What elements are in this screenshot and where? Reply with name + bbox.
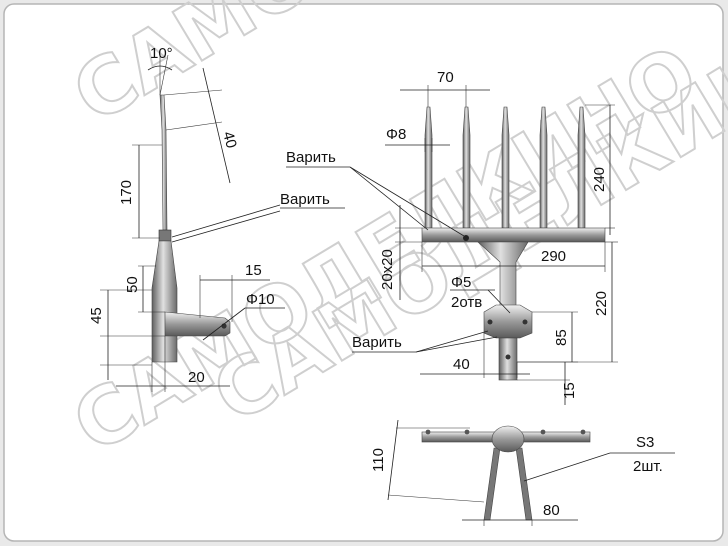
front-bar-length-label: 290 (541, 248, 566, 265)
front-weld-label-top: Варить (286, 149, 336, 166)
top-hub (491, 425, 525, 453)
front-tine-4 (539, 106, 548, 229)
side-handle-height-label: 50 (124, 276, 141, 293)
front-total-height-label: 220 (593, 291, 610, 316)
top-tine-1 (425, 429, 431, 435)
front-crossbar (421, 227, 606, 243)
top-view: 110 80 S3 2шт. (370, 419, 675, 526)
front-lower-hole (505, 354, 511, 360)
side-weld-label: Варить (280, 191, 330, 208)
front-hole-1 (487, 319, 493, 325)
side-bracket-width-label: 20 (188, 369, 205, 386)
front-plate-height-label: 85 (553, 329, 570, 346)
side-tine-tip-length-label: 40 (219, 130, 240, 151)
top-height-label: 110 (370, 448, 387, 472)
front-bottom-offset-label: 15 (561, 382, 578, 399)
front-weld-dot (463, 235, 469, 241)
front-tine-height-label: 240 (591, 167, 608, 192)
front-hole-2 (522, 319, 528, 325)
top-width-label: 80 (543, 502, 560, 519)
front-tine-3 (501, 106, 510, 229)
front-bar-section-label: 20x20 (379, 249, 396, 290)
side-hole-diameter-label: Φ10 (246, 291, 275, 308)
side-hole-offset-label: 15 (245, 262, 262, 279)
top-tine-4 (540, 429, 546, 435)
side-bracket-height-label: 45 (88, 307, 105, 324)
top-tine-2 (464, 429, 470, 435)
front-tine-diameter-label: Φ8 (386, 126, 406, 143)
top-material-label: S3 (636, 434, 654, 451)
front-tine-5 (577, 106, 586, 229)
side-tine-length-label: 170 (118, 180, 135, 205)
side-view: 10° 40 170 50 45 15 Φ10 (88, 45, 345, 392)
front-plate-width-label: 40 (453, 356, 470, 373)
front-plate (483, 304, 533, 339)
front-tine-1 (424, 106, 433, 229)
front-tine-spacing-label: 70 (437, 69, 454, 86)
top-quantity-label: 2шт. (633, 458, 663, 475)
top-tine-5 (580, 429, 586, 435)
side-weld-block (158, 229, 172, 242)
front-holes-diameter-label: Φ5 (451, 274, 471, 291)
side-angle-label: 10° (150, 45, 173, 62)
front-holes-count-label: 2отв (451, 294, 482, 311)
front-tine-2 (462, 106, 471, 229)
front-view: 70 Φ8 240 20x20 290 220 Φ5 2отв (286, 69, 618, 405)
front-weld-label-bottom: Варить (352, 334, 402, 351)
